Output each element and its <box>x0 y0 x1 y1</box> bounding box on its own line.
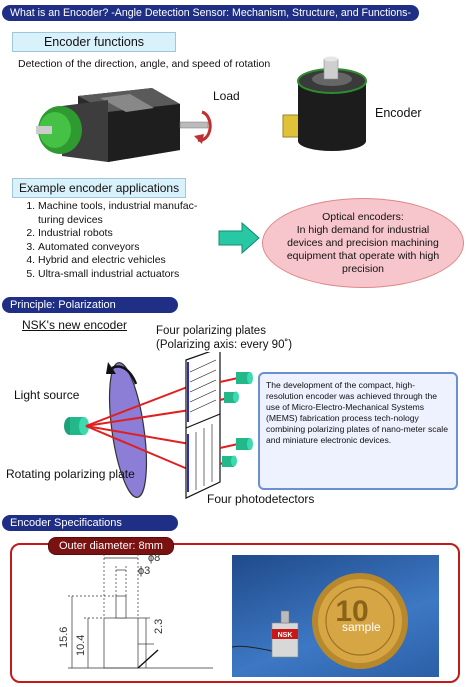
dim-3-text: ϕ3 <box>138 565 150 577</box>
coin-value-text: 10 <box>335 595 368 628</box>
dim-8-text: ϕ8 <box>148 552 160 564</box>
functions-description: Detection of the direction, angle, and s… <box>18 58 271 70</box>
polarizing-axis-label: (Polarizing axis: every 90˚) <box>156 339 293 351</box>
light-source-label: Light source <box>14 388 80 402</box>
encoder-functions-label: Encoder functions <box>12 32 176 52</box>
encoder-label: Encoder <box>375 106 422 120</box>
specifications-box <box>10 543 460 683</box>
page-title: What is an Encoder? -Angle Detection Sen… <box>2 5 419 21</box>
sample-photo-contents: NSK 10 sample <box>232 573 408 669</box>
applications-label: Example encoder applications <box>12 178 187 198</box>
rotating-plate-label: Rotating polarizing plate <box>6 467 135 481</box>
list-item: Industrial robots <box>38 227 248 241</box>
optical-title: Optical encoders: <box>322 210 404 223</box>
load-label: Load <box>213 89 240 103</box>
dim-2-3-text: 2.3 <box>153 619 165 634</box>
polarization-diagram <box>64 352 253 499</box>
mems-description: The development of the compact, high-res… <box>258 372 458 490</box>
optical-text: In high demand for industrial devices an… <box>286 223 440 275</box>
optical-encoders-callout: Optical encoders: In high demand for ind… <box>262 198 464 288</box>
dimension-drawing: ϕ8 ϕ3 15.6 10.4 2.3 <box>58 552 213 669</box>
sample-label: sample <box>342 620 381 634</box>
polarizing-plates-label: Four polarizing plates <box>156 325 266 337</box>
photodetectors-label: Four photodetectors <box>207 492 315 506</box>
motor-illustration <box>36 88 212 162</box>
nsk-brand-text: NSK <box>278 632 293 639</box>
list-item: Ultra-small industrial actuators <box>38 268 248 282</box>
applications-list: Machine tools, industrial manufac-turing… <box>18 200 248 281</box>
principle-label: Principle: Polarization <box>2 297 178 313</box>
list-item: Machine tools, industrial manufac-turing… <box>38 200 248 227</box>
list-item: Hybrid and electric vehicles <box>38 254 248 268</box>
encoder-illustration <box>282 56 367 151</box>
outer-diameter-label: Outer diameter: 8mm <box>48 537 174 555</box>
nsk-encoder-label: NSK's new encoder <box>22 318 128 332</box>
dim-15-6-text: 15.6 <box>58 627 70 648</box>
specifications-label: Encoder Specifications <box>2 515 178 531</box>
arrow-right-icon <box>218 222 260 254</box>
dim-10-4-text: 10.4 <box>75 635 87 656</box>
list-item: Automated conveyors <box>38 241 248 255</box>
